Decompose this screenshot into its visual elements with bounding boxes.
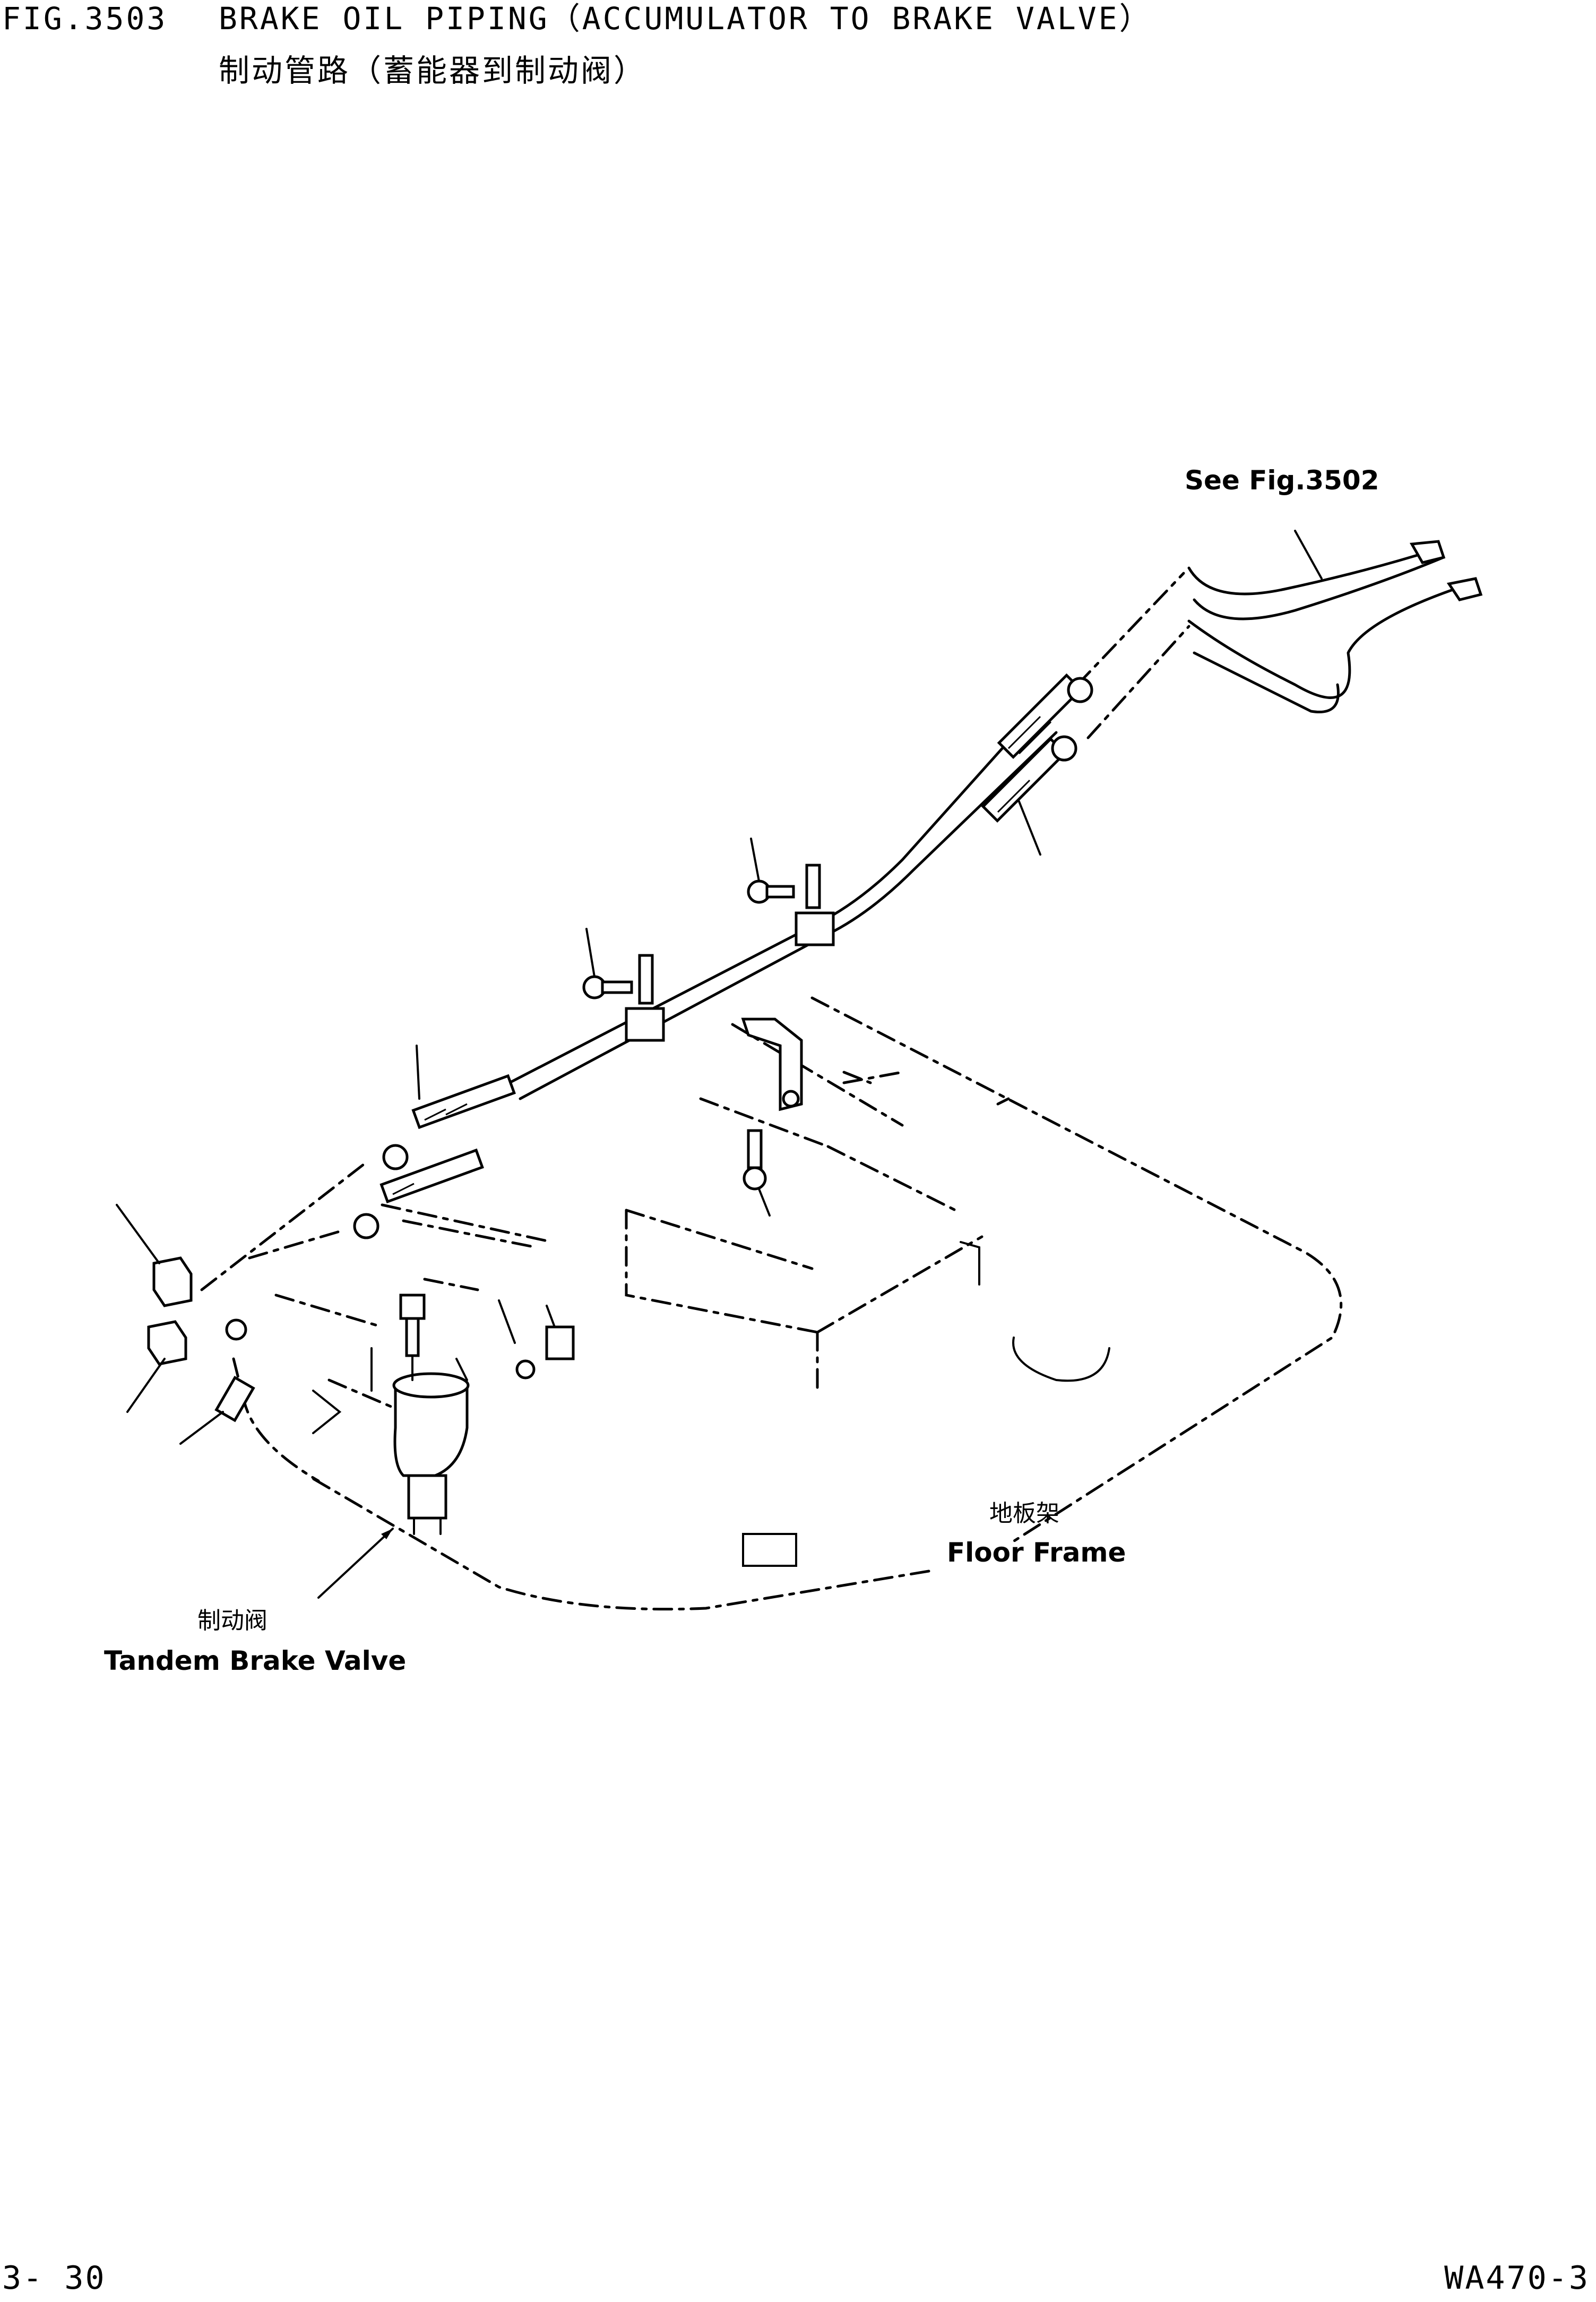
pipe-clamp-middle: [582, 928, 665, 1042]
see-fig-callout: See Fig.3502: [1185, 465, 1379, 496]
tandem-brake-valve: [370, 1294, 470, 1535]
brake-valve-label-chinese: 制动阀: [197, 1607, 268, 1634]
figure-title-chinese: 制动管路（蓄能器到制动阀）: [219, 53, 647, 89]
figure-number: FIG.3503: [2, 1, 168, 37]
leader-lines: [317, 1528, 394, 1599]
floor-frame-label-english: Floor Frame: [947, 1537, 1126, 1568]
hose-assembly-upper: [981, 673, 1093, 856]
floor-frame-outline: [232, 996, 1343, 1611]
floor-frame-label-chinese: 地板架: [989, 1500, 1059, 1527]
brake-valve-label-english: Tandem Brake Valve: [104, 1645, 407, 1676]
page-number: 3- 30: [2, 2260, 106, 2297]
pipe-clamp-upper: [747, 838, 835, 946]
figure-title-english: BRAKE OIL PIPING（ACCUMULATOR TO BRAKE VA…: [219, 1, 1152, 37]
hose-assembly-lower: [200, 1045, 516, 1291]
elbow-fittings: [116, 1204, 575, 1445]
pipe-bracket: [741, 1018, 803, 1217]
model-code: WA470-3: [1444, 2260, 1590, 2297]
